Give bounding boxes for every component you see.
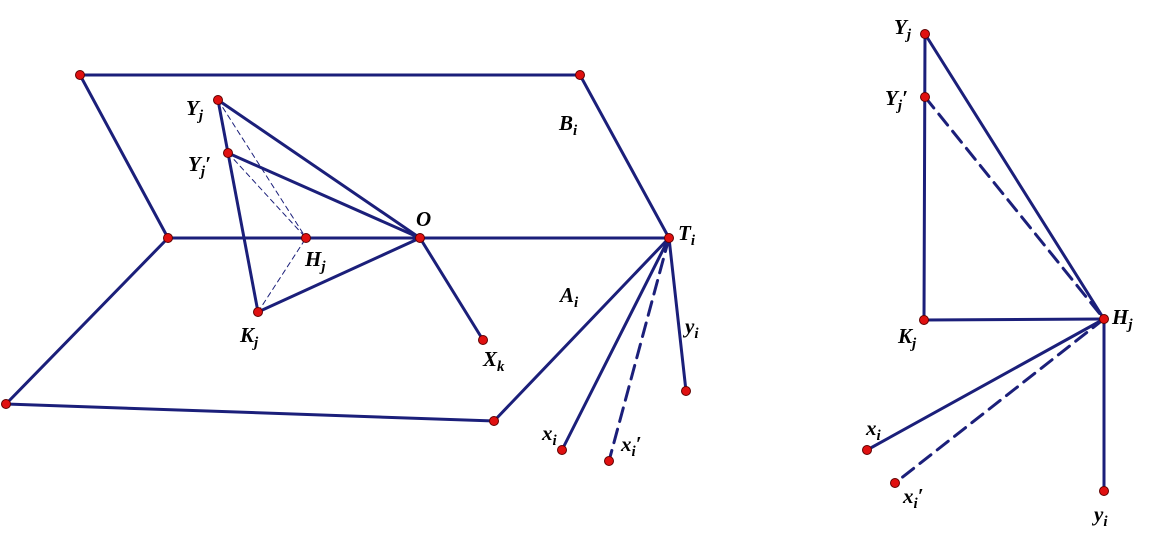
label-R-Yjprime: Yj′ xyxy=(885,86,908,114)
segment-Yj-O xyxy=(216,98,422,240)
label-Yjprime: Yj′ xyxy=(188,152,211,180)
point-R-yi xyxy=(1099,486,1109,496)
point-yi xyxy=(681,386,691,396)
point-xiprime xyxy=(604,456,614,466)
label-Ai: Ai xyxy=(558,283,579,311)
right-figure xyxy=(865,32,1106,493)
point-Xk xyxy=(478,335,488,345)
dashed-Kj-Hj xyxy=(257,237,307,313)
label-Yj: Yj xyxy=(186,96,204,124)
label-R-yi: yi xyxy=(1091,502,1108,530)
dashed-Ti-xiprime xyxy=(607,236,671,463)
dashed-R-Yjprime-Hj xyxy=(923,95,1106,321)
segment-R-Kj-Hj xyxy=(922,317,1106,322)
point-plane-b-top-right xyxy=(575,70,585,80)
point-Ti xyxy=(664,233,674,243)
label-R-Yj: Yj xyxy=(894,15,912,43)
label-Xk: Xk xyxy=(482,347,505,375)
segment-Kj-O xyxy=(256,236,422,314)
plane-b-outline xyxy=(77,73,671,240)
left-figure xyxy=(2,73,688,463)
point-Hj xyxy=(301,233,311,243)
point-R-Yjprime xyxy=(920,92,930,102)
point-plane-b-top-left xyxy=(75,70,85,80)
segment-Ti-xi xyxy=(560,236,671,452)
dashed-R-Hj-xiprime xyxy=(893,317,1106,485)
point-plane-a-bottom-left xyxy=(1,399,11,409)
plane-a-outline xyxy=(2,236,671,423)
segment-Yjprime-Kj xyxy=(226,151,260,314)
label-yi: yi xyxy=(682,314,699,342)
label-Hj: Hj xyxy=(304,247,326,275)
segment-Yj-Yjprime xyxy=(216,98,230,155)
segment-O-Xk xyxy=(418,236,485,342)
label-xiprime: xi′ xyxy=(620,432,642,460)
point-plane-a-bottom-right xyxy=(489,416,499,426)
point-R-Kj xyxy=(919,315,929,325)
dashed-Yjprime-Hj xyxy=(227,152,307,239)
label-R-Hj: Hj xyxy=(1111,305,1133,333)
point-R-xi xyxy=(862,445,872,455)
point-Yjprime xyxy=(223,148,233,158)
point-Yj xyxy=(213,95,223,105)
dashed-Yj-Hj xyxy=(217,99,307,239)
point-O xyxy=(415,233,425,243)
points xyxy=(1,29,1109,496)
point-plane-left-junction xyxy=(163,233,173,243)
label-O: O xyxy=(416,207,431,231)
label-R-xiprime: xi′ xyxy=(902,484,924,512)
point-Kj xyxy=(253,307,263,317)
point-R-xiprime xyxy=(890,478,900,488)
segment-R-Yj-Kj xyxy=(922,32,927,322)
segment-R-Hj-xi xyxy=(865,317,1106,452)
point-R-Hj xyxy=(1099,314,1109,324)
point-xi xyxy=(557,445,567,455)
label-Ti: Ti xyxy=(678,221,696,249)
labels: Yj Yj′ O Ti Bi Ai Hj Kj Xk yi xi xi′ Yj … xyxy=(186,15,1133,530)
label-xi: xi xyxy=(541,421,558,449)
segment-R-Yj-Hj xyxy=(923,32,1106,321)
label-R-Kj: Kj xyxy=(897,324,917,352)
label-Bi: Bi xyxy=(558,111,578,139)
label-R-xi: xi xyxy=(865,416,882,444)
label-Kj: Kj xyxy=(239,323,259,351)
point-R-Yj xyxy=(920,29,930,39)
segment-Ti-yi xyxy=(667,236,688,393)
segment-Yjprime-O xyxy=(226,151,422,240)
